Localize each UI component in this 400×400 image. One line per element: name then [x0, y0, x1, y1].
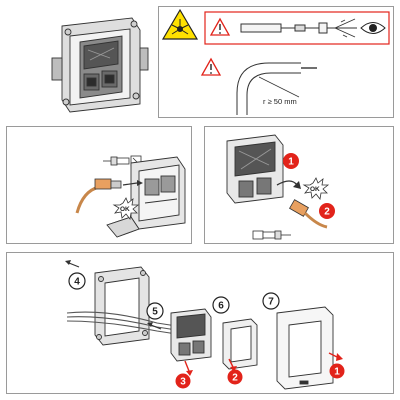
assembled-outlet-illustration [51, 17, 149, 113]
mounting-frame [94, 266, 150, 346]
step-1-badge: 1 [329, 363, 345, 379]
rj45-module [170, 308, 212, 362]
fiber-connector-icon [240, 22, 335, 34]
laser-warning-icon [161, 8, 199, 40]
bent-cable [236, 62, 317, 115]
cable-release-panel: 1 OK 2 [204, 126, 394, 244]
step-2-badge: 2 [227, 369, 243, 385]
release-arrow-icon [276, 180, 301, 189]
final-assembly-panel: 4 5 [6, 252, 394, 394]
bend-radius-label: r ≥ 50 mm [263, 97, 297, 106]
ok-label: OK [310, 186, 320, 193]
release-arrow-icon [328, 352, 343, 361]
safety-panel: r ≥ 50 mm [158, 6, 394, 118]
cable-release-drawing: 1 OK 2 [226, 134, 335, 240]
svg-text:7: 7 [268, 297, 274, 308]
svg-text:6: 6 [218, 301, 224, 312]
caution-icon [200, 57, 222, 76]
cable-insertion-panel: OK [6, 126, 192, 244]
step-3-badge: 3 [175, 373, 191, 389]
push-arrow-icon [122, 180, 143, 186]
ok-label: OK [120, 206, 130, 213]
orange-patch-cable [75, 178, 122, 214]
svg-text:1: 1 [334, 367, 340, 378]
ok-burst-icon: OK [302, 177, 330, 200]
step-6-badge: 6 [212, 296, 230, 314]
eye-icon [360, 22, 386, 34]
final-assembly-drawing: 4 5 [65, 260, 345, 390]
ok-burst-icon: OK [112, 197, 140, 220]
intermediate-plate [222, 318, 258, 370]
release-arrow-icon [228, 358, 237, 372]
safety-drawing: r ≥ 50 mm [161, 8, 390, 115]
step-5-badge: 5 [146, 302, 164, 320]
push-arrow-icon [147, 322, 162, 330]
step-7-badge: 7 [262, 292, 280, 310]
svg-text:2: 2 [232, 373, 238, 384]
orange-patch-cable [289, 199, 328, 229]
svg-text:4: 4 [74, 277, 80, 288]
cable-insertion-drawing: OK [75, 155, 186, 238]
cover-frame [276, 306, 334, 390]
caution-icon [209, 17, 231, 36]
step-2-badge: 2 [319, 203, 335, 219]
svg-text:5: 5 [152, 307, 158, 318]
svg-text:2: 2 [324, 207, 330, 218]
step-4-badge: 4 [68, 272, 86, 290]
push-arrow-icon [65, 260, 80, 268]
connector-reference-icon [252, 230, 291, 240]
svg-text:3: 3 [180, 377, 186, 388]
release-arrow-icon [184, 360, 193, 376]
laser-beam-icon [334, 18, 357, 38]
step-1-badge: 1 [283, 153, 299, 169]
svg-text:1: 1 [288, 157, 294, 168]
